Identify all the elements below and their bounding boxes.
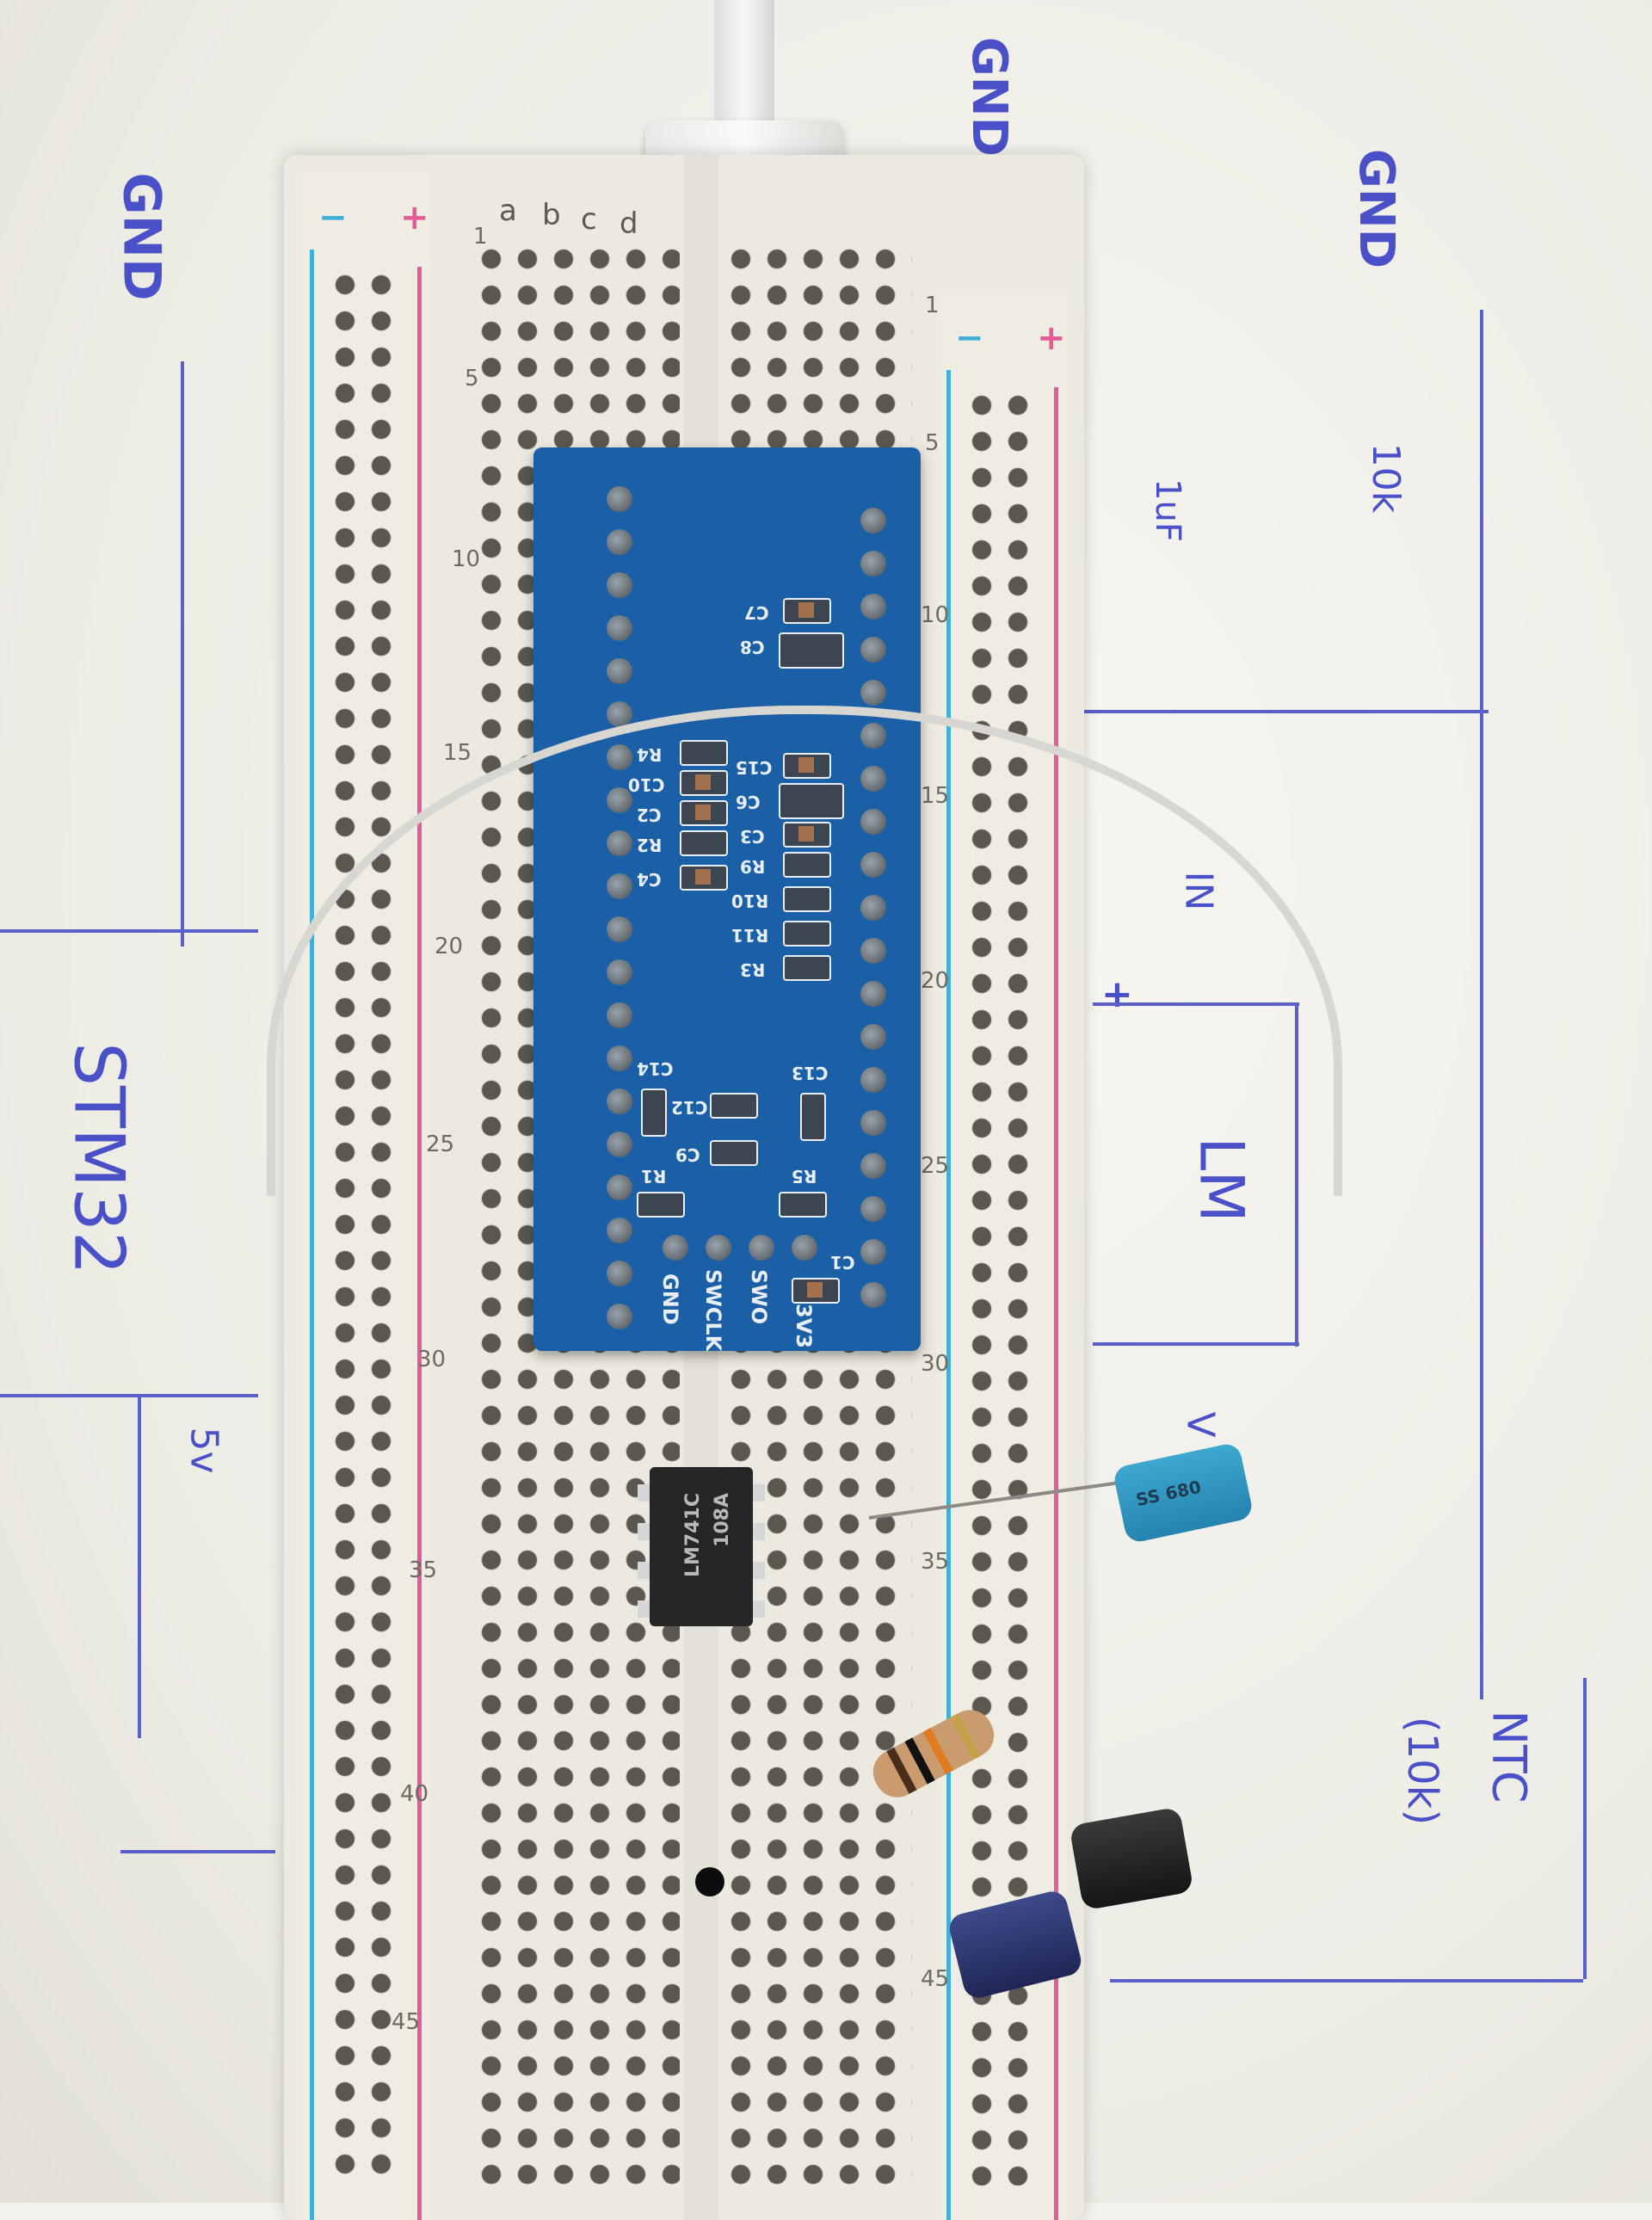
rail-line-minus [946, 370, 951, 2220]
swd-pin [749, 1235, 774, 1261]
header-label-swclk: SWCLK [701, 1269, 725, 1352]
silk-c7: C7 [744, 602, 769, 623]
silk-c1: C1 [830, 1252, 855, 1273]
schematic-stm32-label: STM32 [59, 1042, 139, 1275]
ic-leg [753, 1600, 765, 1618]
rail-line-plus [417, 267, 422, 2220]
schematic-ntc-label: NTC [1482, 1710, 1537, 1804]
ic-leg [638, 1600, 650, 1618]
ic-leg [638, 1484, 650, 1502]
header-pin [607, 486, 632, 512]
row-number: 1 [473, 224, 488, 250]
schematic-gnd-mid: GND [961, 36, 1018, 157]
header-pin [860, 680, 886, 706]
silk-c8: C8 [740, 637, 765, 657]
schematic-wire [1480, 710, 1483, 1699]
header-pin [607, 1304, 632, 1329]
row-number: 35 [921, 1549, 950, 1575]
schematic-wire [0, 929, 258, 933]
header-pin [860, 637, 886, 663]
row-number: 10 [452, 546, 481, 572]
header-pin [607, 572, 632, 598]
row-number: 45 [921, 1966, 950, 1992]
header-label-swo: SWO [747, 1269, 771, 1325]
header-pin [607, 1218, 632, 1243]
rail-holes [327, 267, 404, 2186]
ic-leg [753, 1562, 765, 1579]
schematic-wire [1093, 1342, 1299, 1346]
row-number: 35 [409, 1557, 438, 1583]
row-number: 5 [465, 366, 479, 392]
rail-minus-sign: − [955, 318, 984, 358]
header-label-gnd: GND [658, 1273, 682, 1325]
row-number: 45 [391, 2009, 421, 2035]
schematic-wire [1110, 1979, 1583, 1983]
row-number: 30 [921, 1351, 950, 1377]
ic-leg [753, 1523, 765, 1540]
schematic-voltage-label: V [1178, 1411, 1223, 1438]
schematic-wire [138, 1394, 141, 1738]
header-pin [860, 551, 886, 577]
swd-pin [663, 1235, 688, 1261]
header-pin [860, 1239, 886, 1265]
swd-pin [792, 1235, 817, 1261]
row-number: 15 [443, 740, 472, 766]
header-pin [607, 615, 632, 641]
smd-capacitor [792, 1278, 840, 1304]
row-number: 40 [400, 1781, 429, 1807]
rail-line-plus [1054, 387, 1058, 2220]
row-number: 1 [925, 293, 940, 318]
swd-pin [706, 1235, 731, 1261]
header-pin [607, 1261, 632, 1286]
ic-date-code: 108A [712, 1493, 733, 1547]
resistor-band [950, 1713, 981, 1761]
schematic-5v-label: 5v [182, 1427, 226, 1474]
header-pin [607, 658, 632, 684]
rail-plus-sign: + [400, 198, 429, 237]
capacitor-marking: SS 680 [1134, 1476, 1204, 1511]
header-pin [860, 508, 886, 533]
rail-holes [964, 387, 1041, 2186]
header-pin [860, 594, 886, 620]
ic-leg [638, 1523, 650, 1540]
schematic-wire [1084, 710, 1489, 713]
usb-cable [714, 0, 774, 129]
ic-leg [638, 1562, 650, 1579]
column-label-d: d [620, 207, 638, 241]
ic-leg [753, 1484, 765, 1502]
schematic-wire [0, 1394, 258, 1397]
column-label-a: a [499, 194, 517, 228]
power-rail-left: − + [301, 172, 430, 2220]
rail-line-minus [310, 250, 314, 2220]
ntc-thermistor [695, 1867, 724, 1896]
header-pin [607, 701, 632, 727]
power-rail-right: − + [938, 293, 1067, 2220]
schematic-capacitor-1uf: 1uF [1147, 478, 1187, 542]
rail-plus-sign: + [1037, 318, 1066, 358]
rail-minus-sign: − [318, 198, 348, 237]
schematic-wire [1480, 310, 1483, 714]
row-number: 10 [921, 602, 950, 628]
column-label-c: c [581, 202, 597, 237]
schematic-wire [1583, 1678, 1587, 1979]
header-pin [860, 1282, 886, 1308]
schematic-gnd-left: GND [111, 172, 172, 301]
header-pin [860, 1196, 886, 1222]
row-number: 5 [925, 430, 940, 456]
lm741c-opamp-chip: LM741C 108A [638, 1467, 765, 1626]
schematic-wire [120, 1850, 275, 1853]
ic-part-number: LM741C [682, 1493, 704, 1577]
header-pin [607, 529, 632, 555]
schematic-ntc-value: (10k) [1398, 1716, 1447, 1826]
header-label-3v3: 3V3 [792, 1304, 816, 1348]
schematic-gnd-right: GND [1348, 148, 1405, 269]
schematic-resistor-10k: 10k [1364, 442, 1409, 514]
row-number: 30 [417, 1347, 447, 1372]
smd-capacitor [779, 632, 844, 669]
column-label-b: b [542, 198, 561, 232]
smd-capacitor [783, 598, 831, 624]
smd-resistor [779, 1192, 827, 1218]
schematic-wire [181, 361, 184, 947]
